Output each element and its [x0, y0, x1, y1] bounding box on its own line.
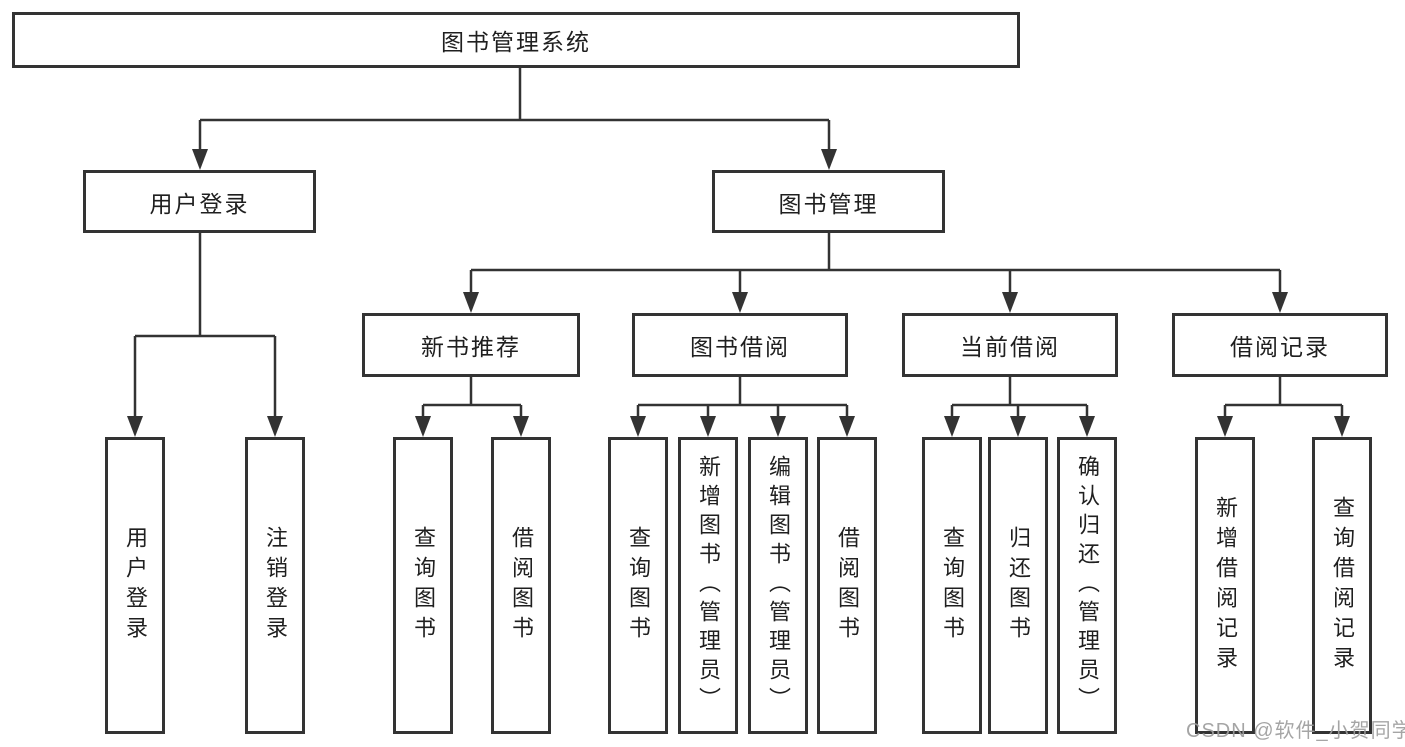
csdn-watermark: CSDN @软件_小贺同学 — [1186, 720, 1405, 742]
leaf-add-borrow-record: 新增借阅记录 — [1195, 437, 1255, 734]
leaf-user-login: 用户登录 — [105, 437, 165, 734]
leaf-edit-books-admin: 编辑图书（管理员） — [748, 437, 808, 734]
node-user-login: 用户登录 — [83, 170, 316, 233]
leaf-borrow-books: 借阅图书 — [817, 437, 877, 734]
node-new-book-recommend: 新书推荐 — [362, 313, 580, 377]
leaf-query-borrow-record: 查询借阅记录 — [1312, 437, 1372, 734]
node-book-management: 图书管理 — [712, 170, 945, 233]
leaf-query-books-borrow: 查询图书 — [608, 437, 668, 734]
leaf-query-books-current: 查询图书 — [922, 437, 982, 734]
leaf-return-books: 归还图书 — [988, 437, 1048, 734]
leaf-query-books-recommend: 查询图书 — [393, 437, 453, 734]
leaf-borrow-books-recommend: 借阅图书 — [491, 437, 551, 734]
node-current-borrow: 当前借阅 — [902, 313, 1118, 377]
node-borrow-records: 借阅记录 — [1172, 313, 1388, 377]
node-book-borrow: 图书借阅 — [632, 313, 848, 377]
leaf-confirm-return-admin: 确认归还（管理员） — [1057, 437, 1117, 734]
leaf-add-books-admin: 新增图书（管理员） — [678, 437, 738, 734]
node-root-system: 图书管理系统 — [12, 12, 1020, 68]
leaf-logout-login: 注销登录 — [245, 437, 305, 734]
